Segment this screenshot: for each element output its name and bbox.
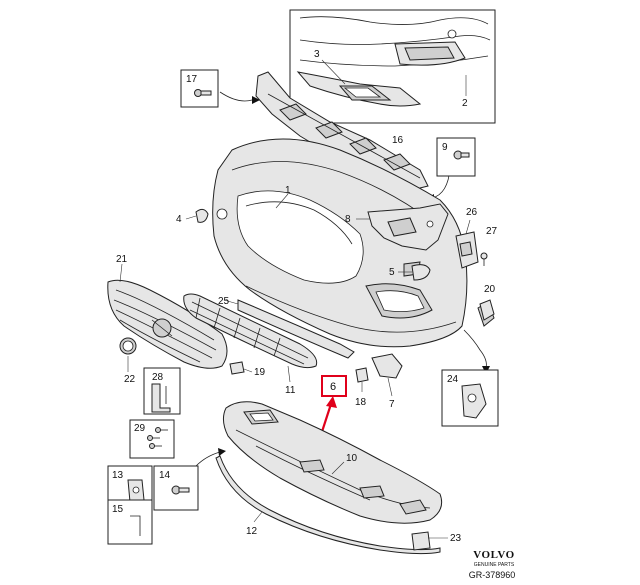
label-11: 11 bbox=[285, 385, 296, 396]
label-14: 14 bbox=[159, 470, 171, 481]
part-7-bracket: 7 bbox=[371, 353, 403, 410]
label-21: 21 bbox=[116, 254, 128, 265]
splash-shield: 10 bbox=[222, 401, 443, 524]
brand-logo: VOLVO bbox=[473, 549, 514, 561]
reference-code: GR-378960 bbox=[469, 570, 516, 580]
label-17: 17 bbox=[186, 74, 198, 85]
volvo-emblem: 22 bbox=[119, 337, 137, 385]
label-10: 10 bbox=[346, 453, 358, 464]
side-bracket: 8 bbox=[345, 203, 449, 251]
box-24: 24 bbox=[441, 369, 499, 427]
part-19-clip: 19 bbox=[229, 361, 266, 378]
box-14: 14 bbox=[153, 465, 199, 511]
label-28: 28 bbox=[152, 372, 164, 383]
brand-block: VOLVO GENUINE PARTS GR-378960 bbox=[469, 549, 516, 580]
box-29: 29 bbox=[129, 419, 175, 459]
label-2: 2 bbox=[462, 98, 468, 109]
part-5-cap: 5 bbox=[389, 264, 431, 281]
label-9: 9 bbox=[442, 142, 448, 153]
label-6: 6 bbox=[330, 381, 336, 393]
label-20: 20 bbox=[484, 284, 496, 295]
label-3: 3 bbox=[314, 49, 320, 60]
label-13: 13 bbox=[112, 470, 124, 481]
part-18-clip: 18 bbox=[355, 367, 369, 408]
box-15: 15 bbox=[107, 499, 153, 545]
part-27-screw: 27 bbox=[480, 226, 498, 266]
lower-grille: 11 bbox=[183, 293, 318, 396]
label-26: 26 bbox=[466, 207, 478, 218]
brand-tagline: GENUINE PARTS bbox=[474, 562, 515, 568]
box-28: 28 bbox=[143, 367, 181, 415]
part-20-clip: 20 bbox=[479, 284, 496, 321]
label-22: 22 bbox=[124, 374, 136, 385]
label-25: 25 bbox=[218, 296, 230, 307]
label-19: 19 bbox=[254, 367, 266, 378]
label-7: 7 bbox=[389, 399, 395, 410]
label-15: 15 bbox=[112, 504, 124, 515]
label-18: 18 bbox=[355, 397, 367, 408]
box-9: 9 bbox=[436, 137, 476, 177]
label-27: 27 bbox=[486, 226, 498, 237]
label-4: 4 bbox=[176, 214, 182, 225]
front-grille: 21 bbox=[107, 254, 228, 369]
lower-lip-strip: 12 bbox=[215, 455, 441, 555]
label-24: 24 bbox=[447, 374, 459, 385]
trim-strip: 25 bbox=[218, 296, 355, 359]
label-5: 5 bbox=[389, 267, 395, 278]
label-23: 23 bbox=[450, 533, 462, 544]
part-23-plate: 23 bbox=[411, 531, 462, 551]
upper-support-beam: 16 bbox=[255, 71, 429, 191]
label-1: 1 bbox=[285, 185, 291, 196]
inset-detail: 3 2 bbox=[289, 9, 496, 124]
part-26-bracket: 26 bbox=[455, 207, 479, 269]
label-8: 8 bbox=[345, 214, 351, 225]
part-4-clip: 4 bbox=[176, 208, 209, 225]
label-12: 12 bbox=[246, 526, 258, 537]
label-16: 16 bbox=[392, 135, 404, 146]
label-29: 29 bbox=[134, 423, 146, 434]
box-17: 17 bbox=[180, 69, 219, 108]
bumper-cover: 1 bbox=[212, 138, 495, 348]
